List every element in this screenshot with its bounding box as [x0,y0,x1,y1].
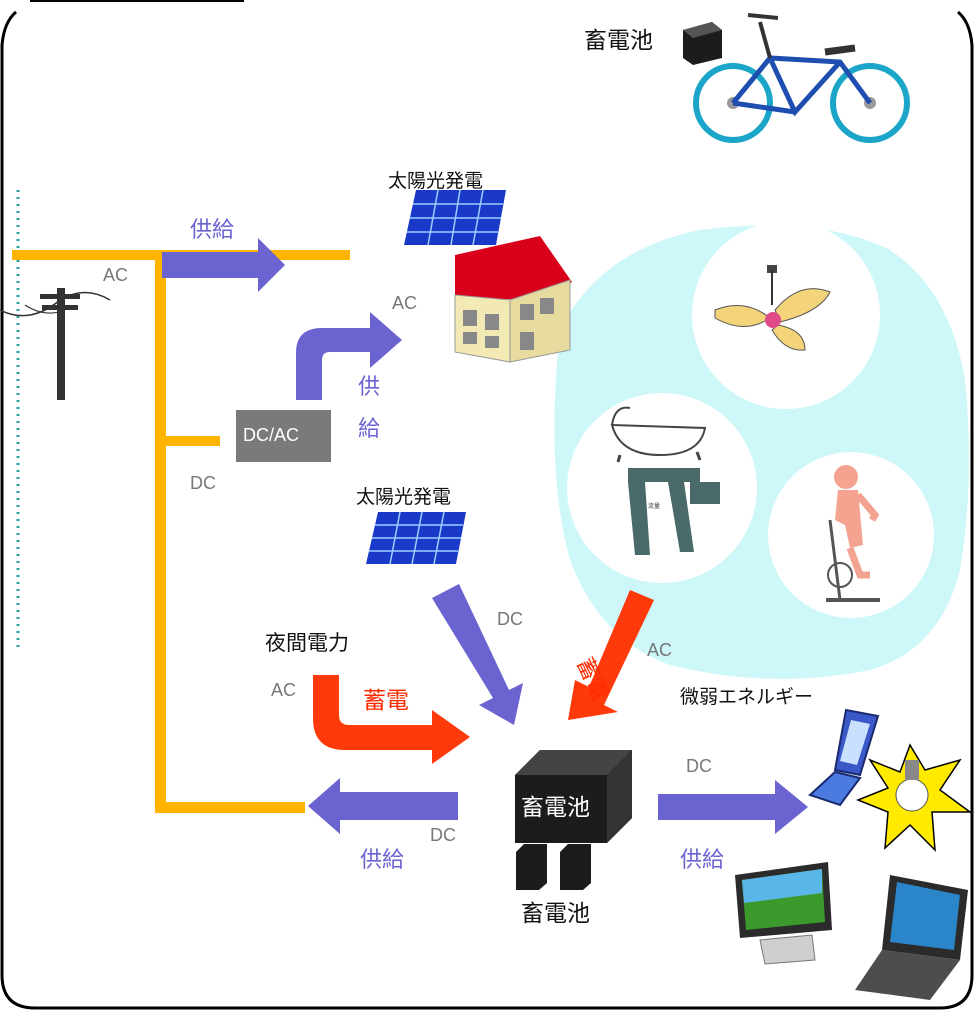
dc-right-label: DC [686,756,712,776]
solar-panel-icon [404,189,506,246]
battery-small-label: 畜電池 [521,901,590,927]
dc-arrow-solar [432,584,523,725]
supply-bottom-left-label: 供給 [360,848,405,873]
mobile-phone-icon [808,708,880,807]
supply-arrow-top [162,238,285,292]
charge-arrow-pool [568,590,654,720]
battery-main-label: 畜電池 [521,795,590,821]
bike-battery-label: 畜電池 [584,28,653,54]
ceiling-fan-icon [714,265,831,351]
dc-solar-label: DC [497,609,523,629]
frame [0,45,974,1010]
bathtub-icon [610,406,707,463]
ac-red-label: AC [647,640,673,660]
supply-vertical-1: 供 [358,375,381,400]
monitor-icon [735,862,832,965]
solar-panel-icon [366,511,466,565]
supply-arrow-house [296,312,402,400]
svg-text:流量: 流量 [648,502,660,510]
water-wheel-icon: 流量 [628,468,720,555]
battery-icon [515,750,632,843]
solar-mid-label: 太陽光発電 [356,486,452,508]
dc-left-label: DC [190,473,216,493]
utility-pole-icon [0,288,111,400]
charge-night-label: 蓄電 [363,688,409,714]
header-underline [30,0,244,2]
dcac-label: DC/AC [243,425,300,445]
ac-night-label: AC [271,680,297,700]
dc-bottom-label: DC [430,825,456,845]
bath-circle [567,393,757,583]
ac-grid-label: AC [103,265,129,285]
night-power-label: 夜間電力 [265,631,349,655]
battery-icon [683,22,722,65]
supply-top-label: 供給 [190,218,235,243]
light-bulb-icon [855,743,973,852]
supply-vertical-2: 給 [358,417,381,442]
house-icon [454,236,572,363]
solar-top-label: 太陽光発電 [388,170,484,192]
dcac-converter [236,410,331,462]
supply-arrow-bottom-left [308,778,458,834]
weak-energy-label: 微弱エネルギー [680,686,814,708]
charge-arrow-night [313,675,470,764]
bicycle-icon [693,13,910,143]
supply-bottom-right-label: 供給 [680,848,725,873]
laptop-icon [855,875,968,1000]
exercise-bike-icon [826,465,880,602]
supply-arrow-bottom-right [658,780,808,834]
battery-icon [516,844,591,890]
ac-house-label: AC [392,293,418,313]
